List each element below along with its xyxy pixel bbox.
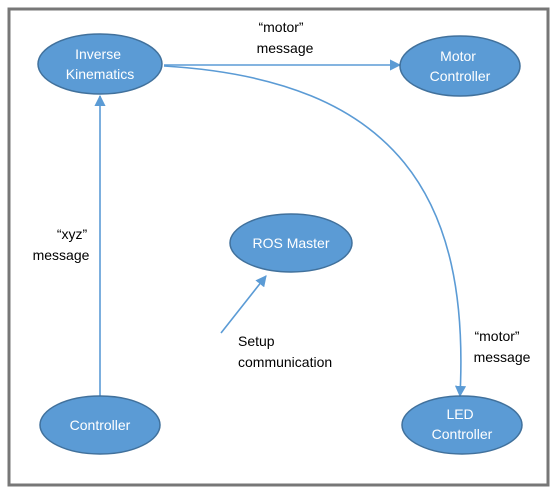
edge-setup-to-ros-master bbox=[220, 275, 267, 334]
node-controller-label: Controller bbox=[70, 417, 131, 433]
node-led-controller: LED Controller bbox=[401, 395, 523, 455]
node-inverse-kinematics-line1: Inverse bbox=[75, 46, 121, 62]
node-led-controller-line1: LED bbox=[446, 406, 473, 422]
edge-label-ik-to-motor-line2: message bbox=[257, 40, 314, 56]
edge-label-setup-line2: communication bbox=[238, 354, 332, 370]
node-motor-controller: Motor Controller bbox=[399, 35, 521, 97]
node-led-controller-line2: Controller bbox=[432, 426, 493, 442]
edge-label-controller-to-ik-line1: “xyz” bbox=[57, 226, 88, 242]
svg-text:“motor” message: “motor” message bbox=[474, 328, 531, 365]
node-inverse-kinematics-line2: Kinematics bbox=[66, 66, 134, 82]
svg-text:Inverse Kinematics: Inverse Kinematics bbox=[66, 46, 134, 82]
svg-text:LED Controller: LED Controller bbox=[432, 406, 493, 442]
svg-text:Setup communication: Setup communication bbox=[238, 333, 332, 370]
node-ros-master: ROS Master bbox=[229, 213, 353, 273]
node-motor-controller-line1: Motor bbox=[440, 48, 476, 64]
edge-ik-to-led-controller bbox=[163, 65, 467, 398]
edge-label-ik-to-motor-line1: “motor” bbox=[258, 19, 303, 35]
edge-label-setup-line1: Setup bbox=[238, 333, 275, 349]
svg-text:“motor” message: “motor” message bbox=[257, 19, 314, 56]
svg-text:Motor Controller: Motor Controller bbox=[430, 48, 491, 84]
svg-text:“xyz” message: “xyz” message bbox=[33, 226, 92, 263]
edge-label-ik-to-led-line2: message bbox=[474, 349, 531, 365]
node-controller: Controller bbox=[39, 395, 161, 455]
node-inverse-kinematics: Inverse Kinematics bbox=[37, 33, 163, 95]
node-motor-controller-line2: Controller bbox=[430, 68, 491, 84]
node-ros-master-label: ROS Master bbox=[252, 235, 329, 251]
edge-label-ik-to-led-line1: “motor” bbox=[474, 328, 519, 344]
edge-label-controller-to-ik-line2: message bbox=[33, 247, 90, 263]
